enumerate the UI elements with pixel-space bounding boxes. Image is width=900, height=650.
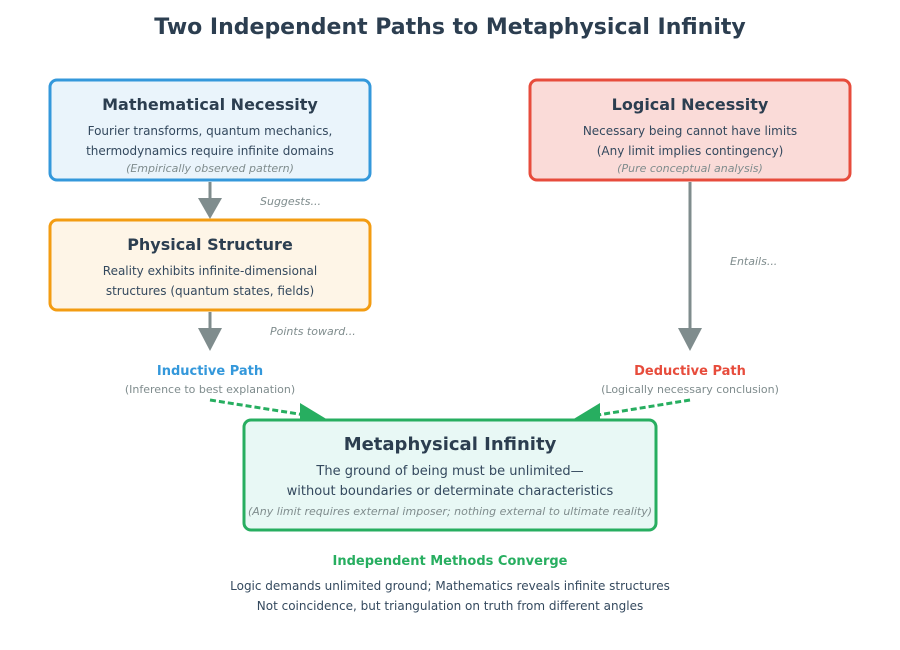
- node-mathematical-necessity-box: [48, 78, 372, 182]
- node-text-line: Fourier transforms, quantum mechanics,: [88, 124, 333, 138]
- node-physical-structure-box: [48, 218, 372, 312]
- node-text-line: Necessary being cannot have limits: [583, 124, 797, 138]
- node-note: (Pure conceptual analysis): [617, 162, 763, 175]
- node-text-line: (Any limit implies contingency): [597, 144, 784, 158]
- node-text-line: Reality exhibits infinite-dimensional: [103, 264, 317, 278]
- dashed-edge-line: [209, 398, 306, 417]
- edge-points-toward: Points toward...: [198, 312, 356, 351]
- path-subtitle: (Logically necessary conclusion): [601, 383, 779, 396]
- node-note: (Any limit requires external imposer; no…: [248, 505, 652, 518]
- node-mathematical-necessity: Mathematical Necessity Fourier transform…: [48, 78, 372, 182]
- path-title: Inductive Path: [157, 364, 263, 379]
- node-text-line: structures (quantum states, fields): [106, 284, 314, 298]
- node-logical-necessity: Logical Necessity Necessary being cannot…: [528, 78, 852, 182]
- node-title: Mathematical Necessity: [102, 95, 318, 114]
- node-text-line: thermodynamics require infinite domains: [86, 144, 334, 158]
- path-subtitle: (Inference to best explanation): [125, 383, 295, 396]
- node-physical-structure: Physical Structure Reality exhibits infi…: [48, 218, 372, 312]
- arrowhead-icon: [678, 328, 702, 351]
- node-metaphysical-infinity: Metaphysical Infinity The ground of bein…: [242, 418, 658, 532]
- convergence-title: Independent Methods Converge: [333, 554, 568, 569]
- node-text-line: The ground of being must be unlimited—: [315, 464, 583, 479]
- convergence-line: Not coincidence, but triangulation on tr…: [257, 599, 643, 613]
- edge-entails: Entails...: [678, 182, 777, 351]
- node-title: Metaphysical Infinity: [344, 434, 557, 455]
- arrowhead-icon: [198, 198, 222, 219]
- edge-label-entails: Entails...: [730, 255, 777, 268]
- node-title: Logical Necessity: [612, 95, 769, 114]
- node-metaphysical-infinity-box: [242, 418, 658, 532]
- arrowhead-icon: [198, 328, 222, 351]
- inductive-path-label: Inductive Path (Inference to best explan…: [125, 364, 295, 396]
- dashed-edge-line: [597, 398, 691, 417]
- convergence-line: Logic demands unlimited ground; Mathemat…: [230, 579, 670, 593]
- diagram-title: Two Independent Paths to Metaphysical In…: [154, 15, 746, 40]
- edge-label-points-toward: Points toward...: [270, 325, 356, 338]
- node-note: (Empirically observed pattern): [126, 162, 294, 175]
- edge-label-suggests: Suggests...: [260, 195, 321, 208]
- convergence-section: Independent Methods Converge Logic deman…: [230, 554, 670, 613]
- deductive-path-label: Deductive Path (Logically necessary conc…: [601, 364, 779, 396]
- node-text-line: without boundaries or determinate charac…: [287, 484, 614, 499]
- node-title: Physical Structure: [127, 235, 293, 254]
- node-logical-necessity-box: [528, 78, 852, 182]
- edge-suggests: Suggests...: [198, 182, 321, 219]
- path-title: Deductive Path: [634, 364, 746, 379]
